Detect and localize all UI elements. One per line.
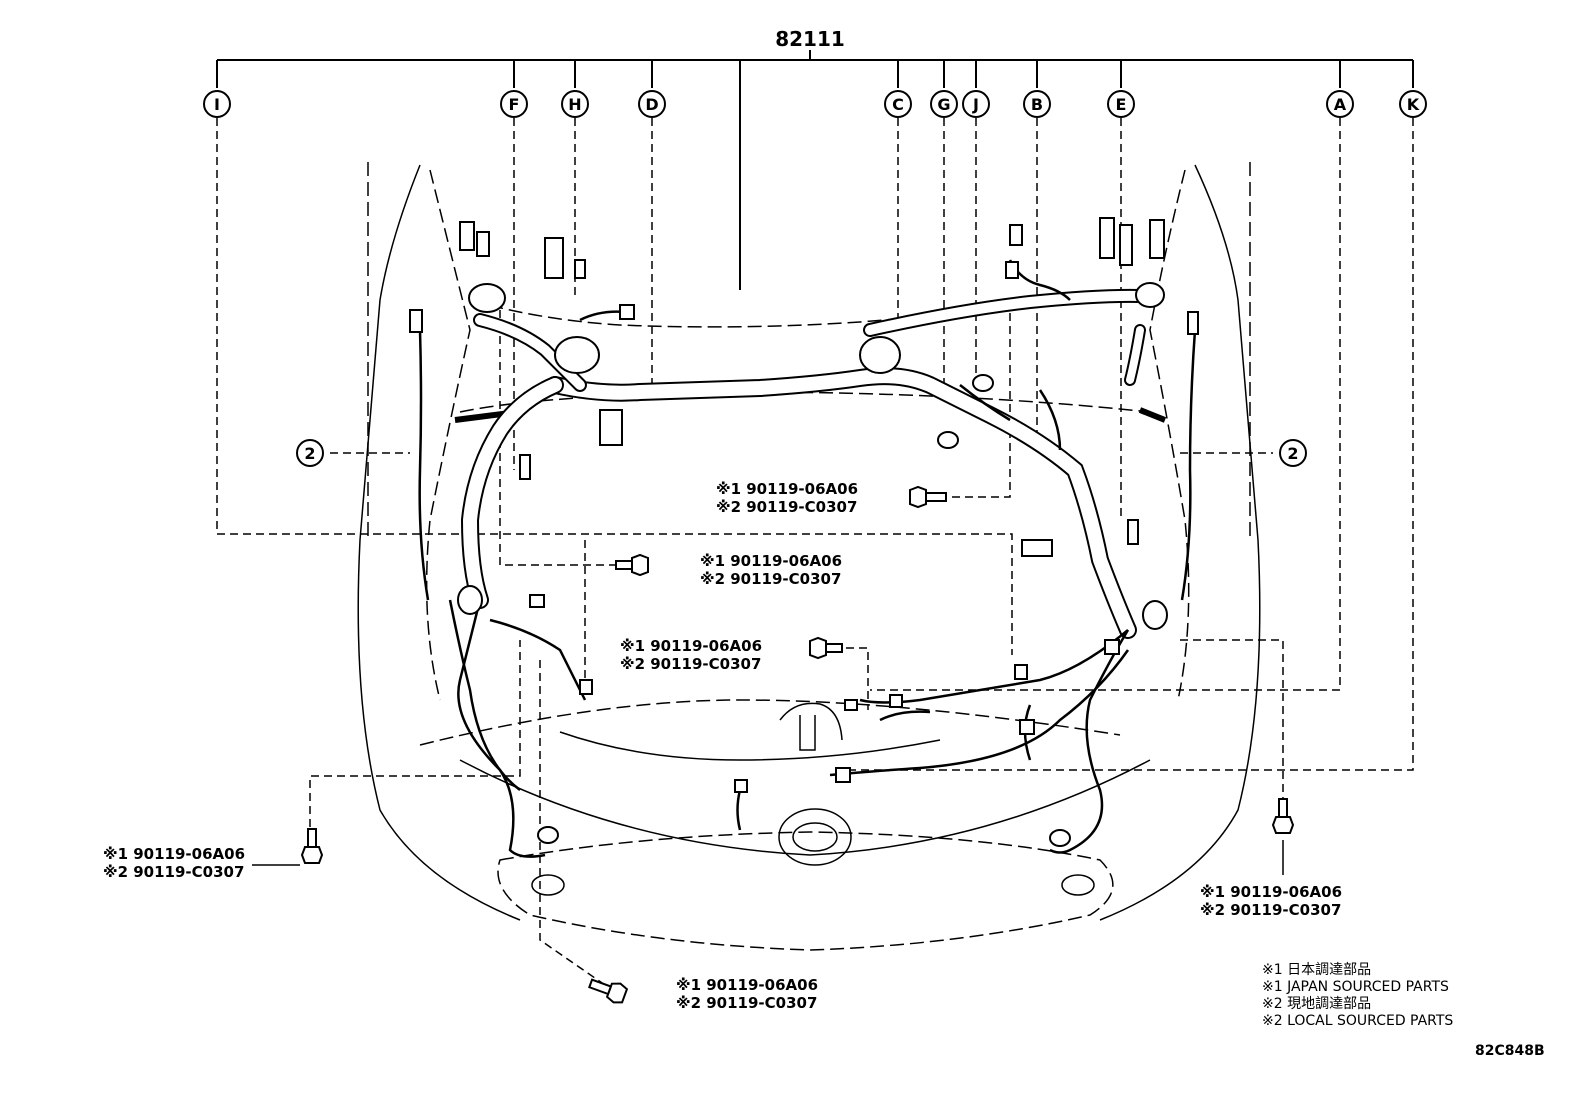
legend-line: ※1 JAPAN SOURCED PARTS bbox=[1262, 979, 1449, 995]
sourcing-legend: ※1 日本調達部品 ※1 JAPAN SOURCED PARTS ※2 現地調達… bbox=[1262, 962, 1453, 1030]
svg-text:I: I bbox=[214, 95, 220, 114]
callout-k: K bbox=[1399, 90, 1427, 118]
svg-text:A: A bbox=[1334, 95, 1347, 114]
bolt-icon bbox=[1271, 798, 1295, 834]
callout-g: G bbox=[930, 90, 958, 118]
bolt-part-label: ※1 90119-06A06※2 90119-C0307 bbox=[1200, 883, 1343, 919]
legend-line: ※2 現地調達部品 bbox=[1262, 996, 1372, 1012]
svg-text:C: C bbox=[892, 95, 904, 114]
svg-text:2: 2 bbox=[304, 444, 315, 463]
callout-h: H bbox=[561, 90, 589, 118]
harness-connectors bbox=[409, 217, 1199, 847]
svg-text:H: H bbox=[568, 95, 581, 114]
callout-a: A bbox=[1326, 90, 1354, 118]
bolt-part-label: ※1 90119-06A06※2 90119-C0307 bbox=[620, 637, 763, 673]
harness-main-trunk bbox=[460, 288, 1147, 639]
svg-text:J: J bbox=[972, 95, 979, 114]
legend-line: ※1 日本調達部品 bbox=[1262, 962, 1372, 978]
svg-text:K: K bbox=[1407, 95, 1420, 114]
callout-d: D bbox=[638, 90, 666, 118]
bolt-icon bbox=[588, 978, 629, 1004]
svg-text:E: E bbox=[1116, 95, 1127, 114]
callout-b: B bbox=[1023, 90, 1051, 118]
bolt-part-label: ※1 90119-06A06※2 90119-C0307 bbox=[103, 845, 246, 881]
bolt-icon-group bbox=[300, 485, 1295, 1004]
svg-text:B: B bbox=[1031, 95, 1043, 114]
part-number-title: 82111 bbox=[775, 27, 845, 51]
svg-text:F: F bbox=[509, 95, 520, 114]
callout-j: J bbox=[962, 90, 990, 118]
bolt-icon bbox=[909, 485, 947, 509]
callout-f: F bbox=[500, 90, 528, 118]
callout-c: C bbox=[884, 90, 912, 118]
callout-bracket bbox=[216, 50, 1414, 290]
bolt-part-label: ※1 90119-06A06※2 90119-C0307 bbox=[716, 480, 859, 516]
callout-e: E bbox=[1107, 90, 1135, 118]
callout-circles: I F H D C G J B E A K bbox=[203, 90, 1427, 118]
detail-ref-left: 2 bbox=[296, 439, 324, 467]
svg-text:2: 2 bbox=[1287, 444, 1298, 463]
bolt-icon bbox=[615, 553, 649, 577]
callout-i: I bbox=[203, 90, 231, 118]
bolt-leaders bbox=[252, 840, 1284, 875]
bolt-icon bbox=[809, 636, 843, 660]
svg-text:G: G bbox=[937, 95, 950, 114]
detail-ref-right: 2 bbox=[1279, 439, 1307, 467]
legend-line: ※2 LOCAL SOURCED PARTS bbox=[1262, 1013, 1454, 1029]
bolt-part-label: ※1 90119-06A06※2 90119-C0307 bbox=[676, 976, 819, 1012]
bolt-part-label: ※1 90119-06A06※2 90119-C0307 bbox=[700, 552, 843, 588]
diagram-code: 82C848B bbox=[1475, 1043, 1545, 1059]
svg-text:D: D bbox=[645, 95, 658, 114]
bolt-icon bbox=[300, 828, 324, 864]
